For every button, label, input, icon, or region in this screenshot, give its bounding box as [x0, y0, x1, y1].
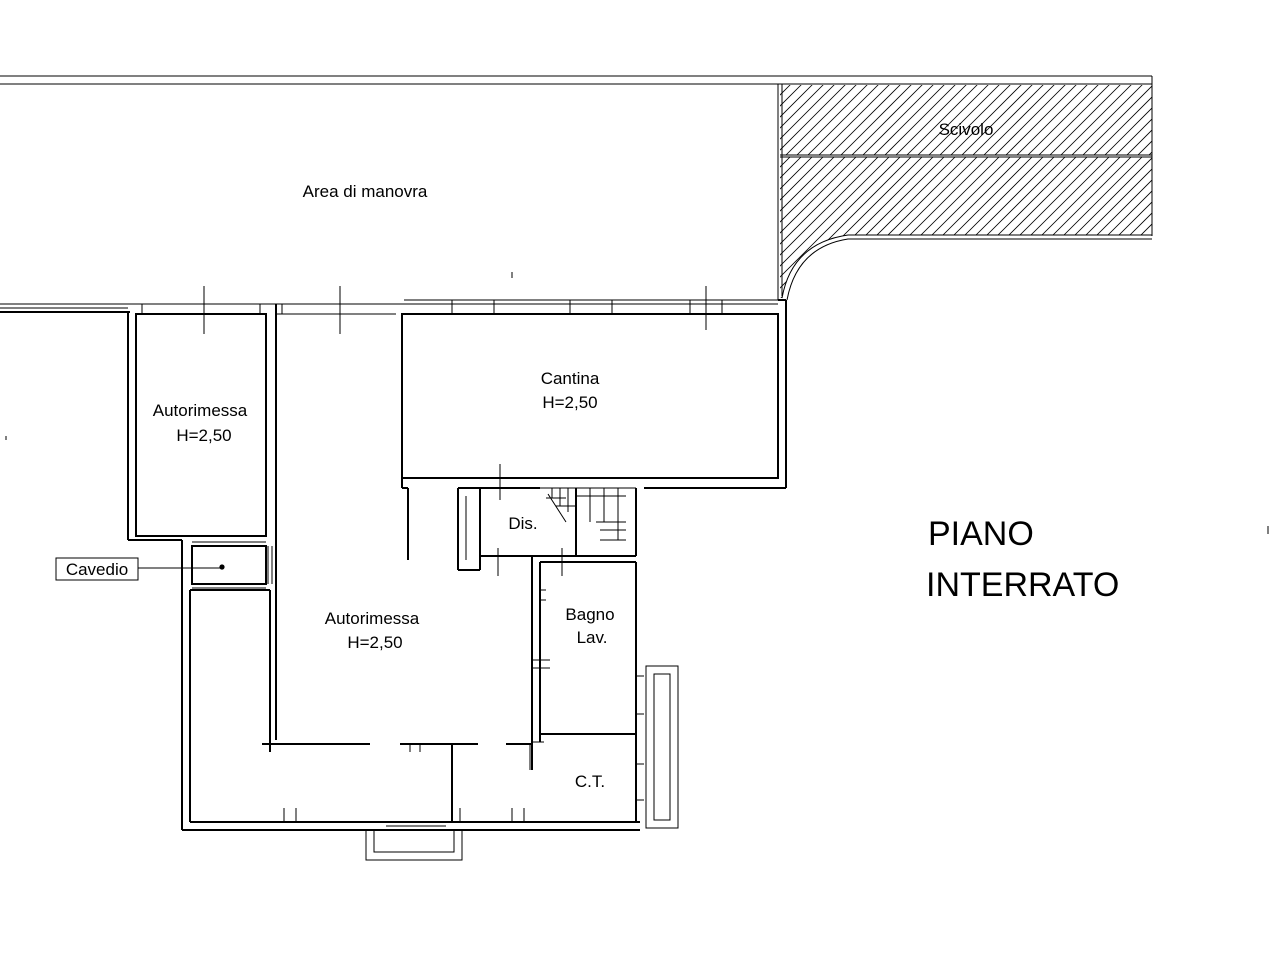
bagno-walls — [531, 556, 679, 829]
cavedio-shaft — [138, 541, 273, 589]
outer-walls — [0, 75, 1153, 313]
staircase — [540, 487, 637, 557]
title-line-1: PIANO — [928, 515, 1034, 553]
cantina-height-label: H=2,50 — [542, 393, 597, 412]
autorimessa-main-height-label: H=2,50 — [347, 633, 402, 652]
dis-label: Dis. — [508, 514, 537, 533]
autorimessa-main-label: Autorimessa — [325, 609, 420, 628]
ramp-hatch — [777, 84, 1152, 301]
cantina-label: Cantina — [541, 369, 600, 388]
dis-walls — [457, 464, 577, 576]
area-manovra-label: Area di manovra — [303, 182, 428, 201]
left-room-walls — [0, 307, 130, 540]
bagno-label: Bagno — [565, 605, 614, 624]
autorimessa-left-label: Autorimessa — [153, 401, 248, 420]
autorimessa-left-height-label: H=2,50 — [176, 426, 231, 445]
title-line-2: INTERRATO — [926, 566, 1119, 604]
autorimessa-left-walls — [128, 286, 267, 541]
cantina-walls — [401, 272, 787, 560]
ct-label: C.T. — [575, 772, 605, 791]
main-autorimessa-walls — [181, 286, 640, 861]
bagno-lav-label: Lav. — [577, 628, 608, 647]
scivolo-label: Scivolo — [939, 120, 994, 139]
cavedio-label: Cavedio — [66, 560, 128, 579]
cavedio-label-box — [55, 557, 139, 581]
